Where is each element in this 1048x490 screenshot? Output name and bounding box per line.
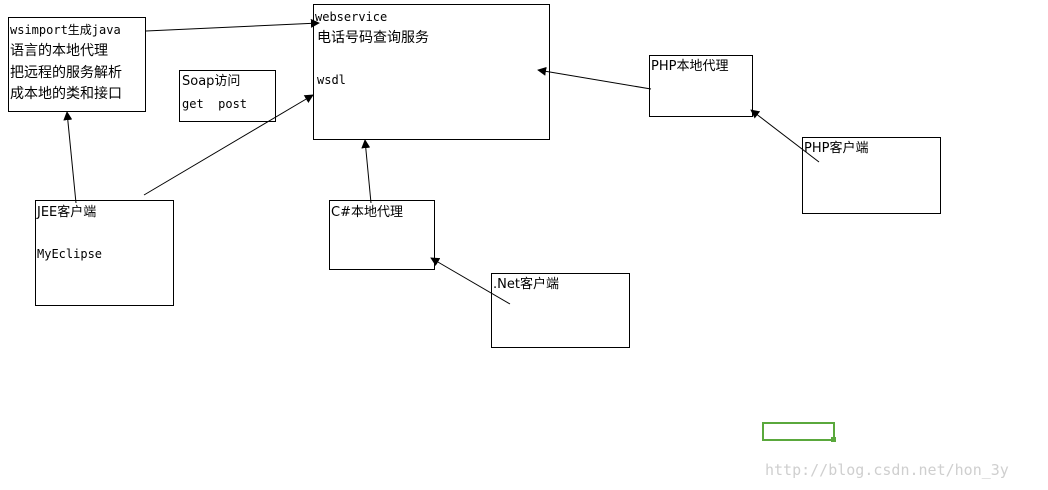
jee-client-line1: JEE客户端 bbox=[37, 205, 97, 220]
php-client-label: PHP客户端 bbox=[804, 141, 869, 156]
arrow-php-proxy-to-webservice bbox=[537, 66, 652, 90]
wsimport-line2: 语言的本地代理 bbox=[10, 43, 108, 59]
soap-line2: get post bbox=[182, 97, 248, 111]
jee-client-box: JEE客户端 MyEclipse bbox=[35, 200, 174, 306]
php-client-box: PHP客户端 bbox=[802, 137, 941, 214]
arrow-jee-to-webservice bbox=[143, 94, 314, 196]
arrow-php-client-to-php-proxy bbox=[750, 109, 820, 163]
wsimport-line3: 把远程的服务解析 bbox=[10, 65, 122, 81]
jee-client-line2: MyEclipse bbox=[37, 247, 103, 261]
webservice-line3: wsdl bbox=[317, 73, 346, 87]
wsimport-line4: 成本地的类和接口 bbox=[10, 86, 122, 102]
csharp-proxy-box: C#本地代理 bbox=[329, 200, 435, 270]
arrow-wsimport-to-webservice bbox=[145, 18, 320, 32]
php-proxy-box: PHP本地代理 bbox=[649, 55, 753, 117]
webservice-line2: 电话号码查询服务 bbox=[317, 30, 429, 46]
selection-rectangle[interactable] bbox=[762, 422, 835, 441]
csharp-proxy-label: C#本地代理 bbox=[331, 205, 403, 220]
wsimport-line1: wsimport生成java bbox=[10, 23, 121, 37]
net-client-box: .Net客户端 bbox=[491, 273, 630, 348]
arrow-jee-to-wsimport bbox=[63, 111, 77, 204]
php-proxy-label: PHP本地代理 bbox=[651, 59, 729, 74]
soap-box: Soap访问 get post bbox=[179, 70, 276, 122]
soap-line1: Soap访问 bbox=[182, 74, 241, 89]
arrow-csharp-proxy-to-webservice bbox=[361, 139, 372, 204]
webservice-line1: webservice bbox=[315, 10, 388, 24]
webservice-box: webservice 电话号码查询服务 wsdl bbox=[313, 4, 550, 140]
wsimport-box: wsimport生成java 语言的本地代理 把远程的服务解析 成本地的类和接口 bbox=[8, 17, 146, 112]
arrow-net-client-to-csharp-proxy bbox=[430, 257, 511, 305]
net-client-label: .Net客户端 bbox=[493, 277, 559, 292]
watermark: http://blog.csdn.net/hon_3y bbox=[765, 461, 1009, 479]
selection-resize-handle[interactable] bbox=[831, 437, 836, 442]
